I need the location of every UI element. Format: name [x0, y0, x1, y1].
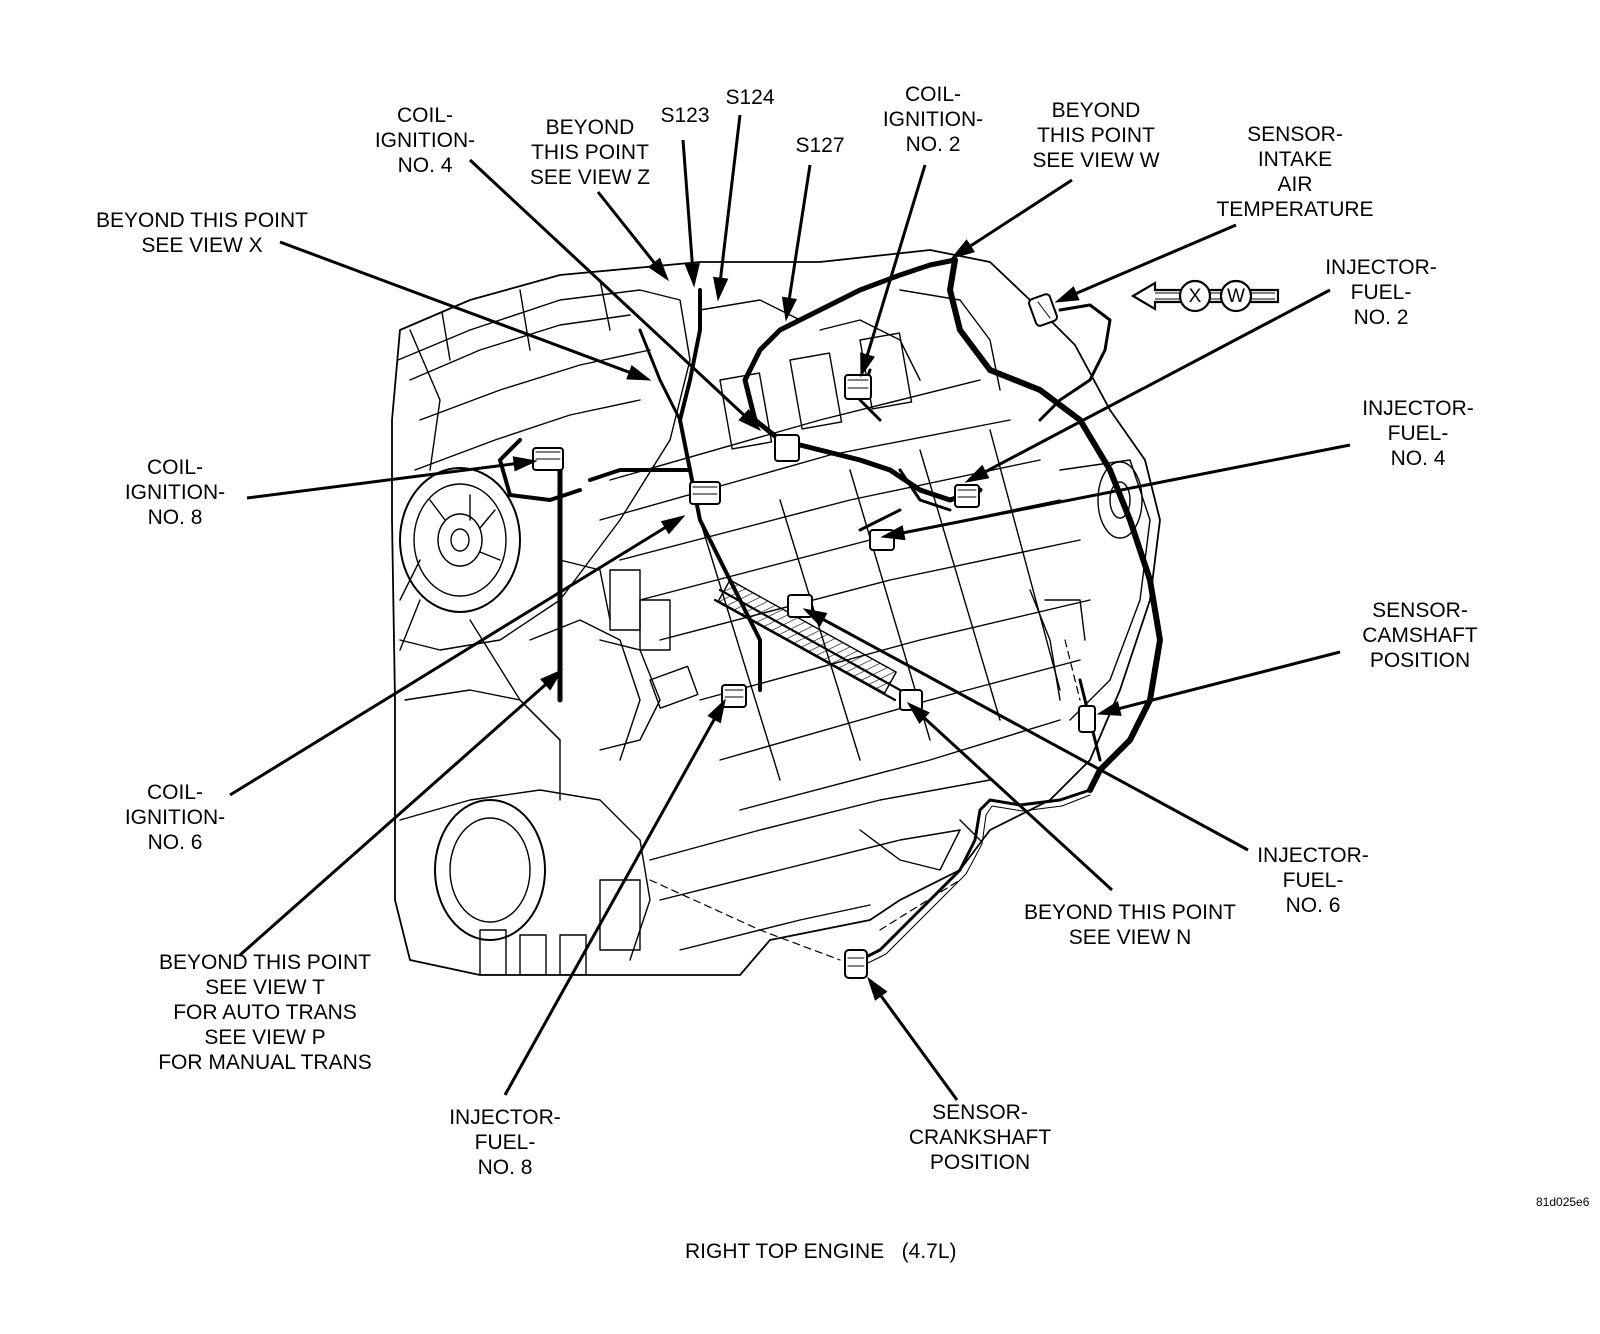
leader-arrowhead-inj-6	[802, 608, 828, 627]
callout-view-z: BEYOND THIS POINT SEE VIEW Z	[529, 116, 651, 189]
leader-arrowhead-view-z	[647, 257, 670, 282]
leader-line-coil-4	[468, 158, 745, 417]
leader-line-view-x	[279, 240, 630, 374]
callout-s127: S127	[795, 134, 845, 157]
callout-injector-4: INJECTOR- FUEL- NO. 4	[1362, 397, 1474, 470]
callout-view-w: BEYOND THIS POINT SEE VIEW W	[1032, 99, 1160, 172]
callout-injector-8: INJECTOR- FUEL- NO. 8	[449, 1106, 561, 1179]
leader-arrowhead-view-x	[626, 364, 652, 381]
leader-arrowhead-inj-4	[880, 525, 906, 541]
leader-line-inj-2	[984, 288, 1331, 474]
leader-line-view-z	[596, 191, 656, 264]
callout-injector-2: INJECTOR- FUEL- NO. 2	[1325, 256, 1437, 329]
figure-code: 81d025e6	[1536, 1195, 1590, 1209]
callout-intake-air-temp-sensor: SENSOR- INTAKE AIR TEMPERATURE	[1216, 123, 1374, 221]
leader-arrowhead-view-w	[950, 239, 976, 259]
leader-arrowhead-inj-8	[707, 698, 726, 724]
leader-arrowhead-coil-2	[860, 352, 875, 378]
callout-coil-6: COIL- IGNITION- NO. 6	[124, 781, 226, 854]
leader-line-coil-2	[865, 164, 927, 356]
callout-view-n: BEYOND THIS POINT SEE VIEW N	[1024, 901, 1236, 949]
callout-s123: S123	[660, 104, 710, 127]
figure-caption: RIGHT TOP ENGINE (4.7L)	[685, 1240, 957, 1263]
leader-arrowhead-inj-2	[964, 464, 990, 483]
leader-line-inj-6	[822, 618, 1249, 852]
leader-arrowhead-view-n	[906, 701, 930, 724]
callout-coil-4: COIL- IGNITION- NO. 4	[374, 104, 476, 177]
leader-arrowhead-s123	[684, 262, 700, 288]
leader-arrowhead-coil-4	[738, 409, 762, 432]
leader-line-coil-8	[246, 462, 515, 500]
leader-arrowhead-coil-6	[660, 515, 686, 535]
leader-arrowhead-coil-8	[512, 456, 538, 472]
leader-line-s127	[787, 164, 812, 299]
view-marker-x: X	[1188, 286, 1202, 307]
leader-line-crank	[879, 994, 959, 1101]
leader-line-coil-6	[229, 526, 667, 797]
leader-arrowhead-crank	[867, 976, 888, 1001]
leader-line-view-t	[239, 683, 547, 957]
leader-line-inj-4	[903, 443, 1351, 535]
leader-line-s124	[719, 114, 742, 279]
leader-arrowhead-iat	[1054, 286, 1080, 303]
callout-camshaft-sensor: SENSOR- CAMSHAFT POSITION	[1362, 599, 1478, 672]
callout-crankshaft-sensor: SENSOR- CRANKSHAFT POSITION	[908, 1101, 1052, 1174]
callout-injector-6: INJECTOR- FUEL- NO. 6	[1257, 844, 1369, 917]
leader-line-iat	[1075, 223, 1237, 295]
leader-line-view-w	[969, 178, 1073, 248]
leader-arrowhead-s124	[713, 276, 729, 302]
leader-arrowhead-s127	[781, 296, 798, 322]
leader-arrowhead-view-t	[540, 668, 564, 691]
callout-coil-2: COIL- IGNITION- NO. 2	[882, 83, 984, 156]
leader-line-cam	[1118, 650, 1341, 710]
view-marker-w: W	[1227, 286, 1245, 307]
leader-arrowhead-cam	[1096, 700, 1122, 716]
callout-view-x: BEYOND THIS POINT SEE VIEW X	[96, 209, 308, 257]
callout-s124: S124	[725, 86, 775, 109]
view-arrow	[1130, 279, 1280, 313]
callout-coil-8: COIL- IGNITION- NO. 8	[124, 456, 226, 529]
leader-arrows	[229, 114, 1351, 1101]
callout-view-t-p: BEYOND THIS POINT SEE VIEW T FOR AUTO TR…	[158, 951, 372, 1074]
leader-line-s123	[681, 139, 694, 265]
leader-line-view-n	[923, 716, 1114, 892]
leader-line-inj-8	[503, 718, 716, 1096]
